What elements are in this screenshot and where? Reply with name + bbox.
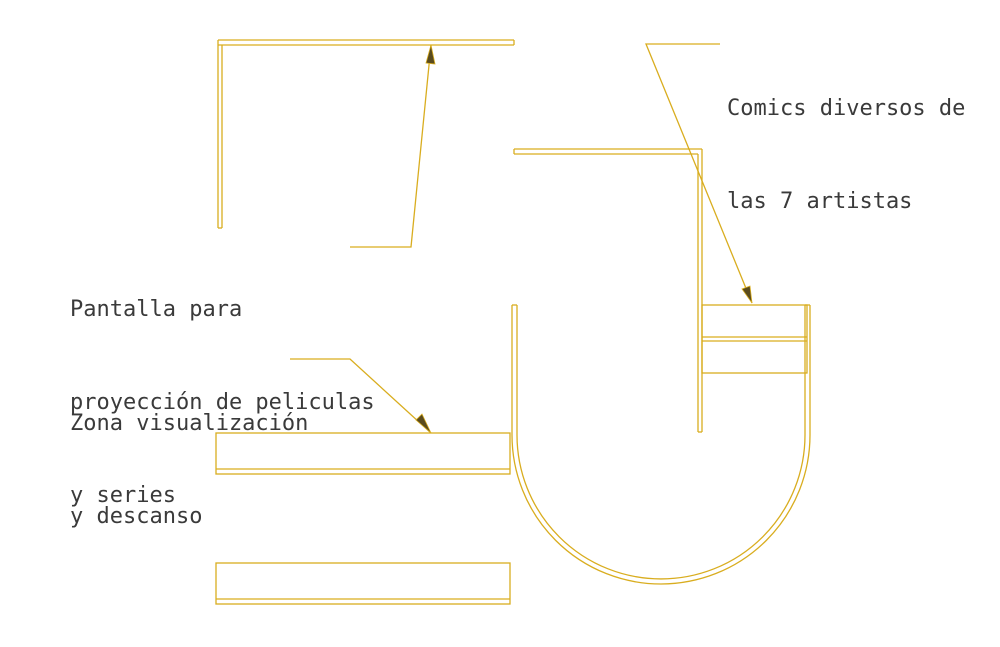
label-lounge-zone-line2: y descanso xyxy=(70,504,203,529)
arrowhead-screen xyxy=(425,44,436,65)
projection-screen-wall xyxy=(217,39,515,229)
leader-line-screen xyxy=(350,44,432,248)
label-projection-screen: Pantalla para proyección de peliculas y … xyxy=(70,232,375,573)
leader-line-lounge xyxy=(290,358,432,434)
label-comics: Comics diversos de las 7 artistas xyxy=(727,31,965,279)
curved-wall xyxy=(511,304,811,585)
comics-shelf xyxy=(701,304,808,374)
label-projection-screen-line3: y series xyxy=(70,483,176,508)
label-comics-line1: Comics diversos de xyxy=(727,96,966,121)
arrowhead-lounge xyxy=(415,413,432,434)
label-projection-screen-line2: proyección de peliculas xyxy=(70,390,375,415)
label-lounge-zone-line1: Zona visualización xyxy=(70,411,309,436)
partition-wall-top xyxy=(513,148,703,433)
label-lounge-zone: Zona visualización y descanso xyxy=(70,346,308,594)
label-comics-line2: las 7 artistas xyxy=(727,189,913,214)
label-projection-screen-line1: Pantalla para xyxy=(70,297,243,322)
lounge-sofa-front xyxy=(215,432,511,475)
lounge-sofa-back xyxy=(215,562,511,605)
leader-line-comics xyxy=(645,43,753,304)
arrowhead-comics xyxy=(741,285,753,304)
